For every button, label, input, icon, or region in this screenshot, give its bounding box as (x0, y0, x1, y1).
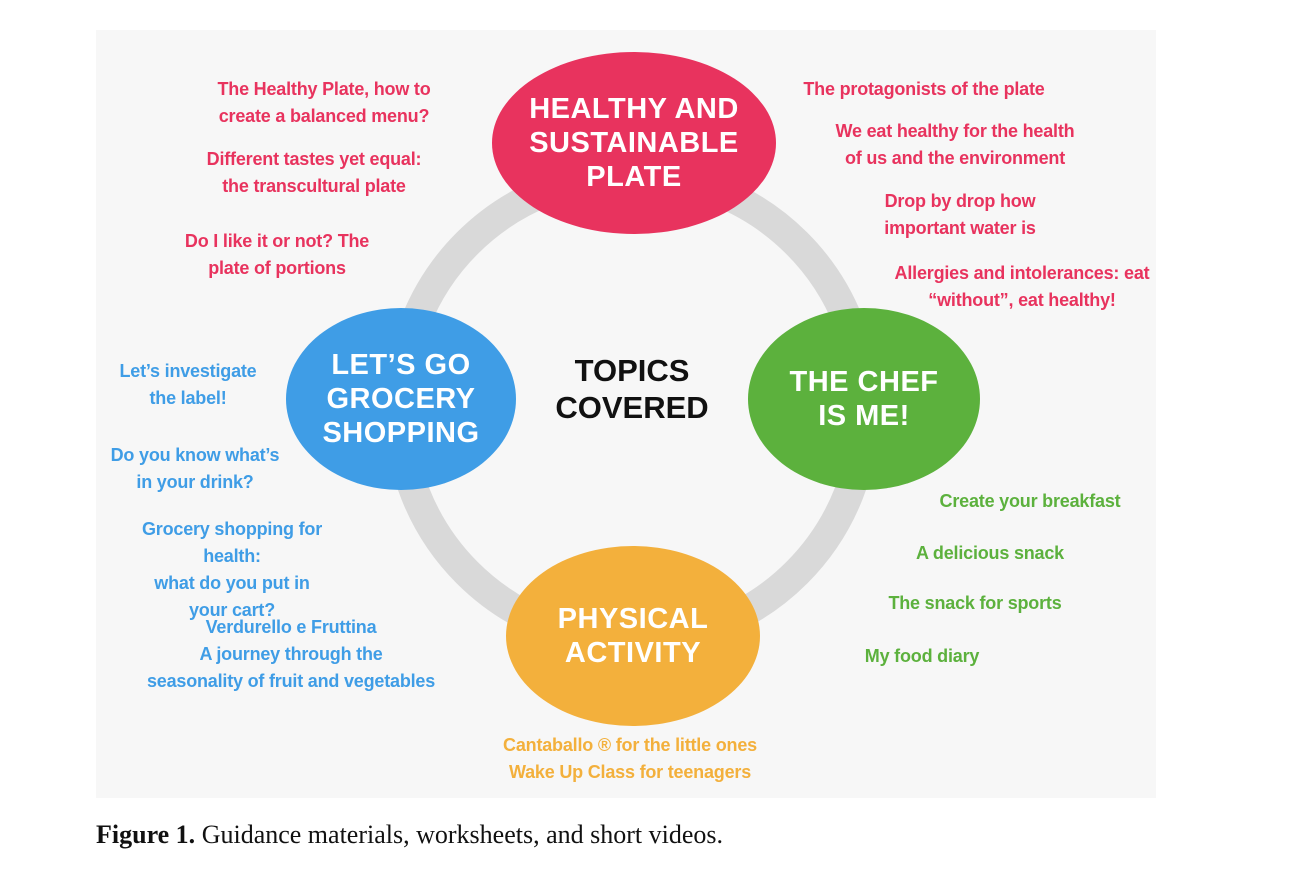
node-lets-go-grocery-shopping: LET’S GO GROCERY SHOPPING (286, 308, 516, 490)
topic-create-your-breakfast: Create your breakfast (939, 491, 1121, 511)
figure-caption-text: Guidance materials, worksheets, and shor… (201, 820, 723, 849)
figure-caption-label: Figure 1. (96, 820, 196, 849)
topic-grocery-shopping-for-health: Grocery shopping for health: what do you… (141, 519, 323, 620)
topic-drop-by-drop-water: Drop by drop how important water is (884, 191, 1036, 238)
topic-my-food-diary: My food diary (864, 646, 980, 666)
topic-plate-of-portions: Do I like it or not? The plate of portio… (184, 231, 370, 278)
topic-protagonists-of-the-plate: The protagonists of the plate (803, 79, 1045, 99)
node-physical-activity: PHYSICAL ACTIVITY (506, 546, 760, 726)
node-the-chef-is-me: THE CHEF IS ME! (748, 308, 980, 490)
topic-whats-in-your-drink: Do you know what’s in your drink? (110, 445, 280, 492)
topic-investigate-the-label: Let’s investigate the label! (119, 361, 257, 408)
topic-eat-healthy-environment: We eat healthy for the health of us and … (835, 121, 1075, 168)
topic-cantaballo-wake-up-class: Cantaballo ® for the little ones Wake Up… (503, 735, 757, 782)
topic-transcultural-plate: Different tastes yet equal: the transcul… (206, 149, 422, 196)
topic-allergies-intolerances: Allergies and intolerances: eat “without… (894, 263, 1150, 310)
figure-caption: Figure 1. Guidance materials, worksheets… (96, 820, 723, 850)
center-title: TOPICS COVERED (555, 353, 709, 426)
topic-verdurello-e-fruttina: Verdurello e Fruttina A journey through … (146, 617, 436, 691)
topic-a-delicious-snack: A delicious snack (916, 543, 1064, 563)
topic-healthy-plate-balanced-menu: The Healthy Plate, how to create a balan… (217, 79, 431, 126)
node-healthy-and-sustainable-plate: HEALTHY AND SUSTAINABLE PLATE (492, 52, 776, 234)
topic-snack-for-sports: The snack for sports (888, 593, 1062, 613)
